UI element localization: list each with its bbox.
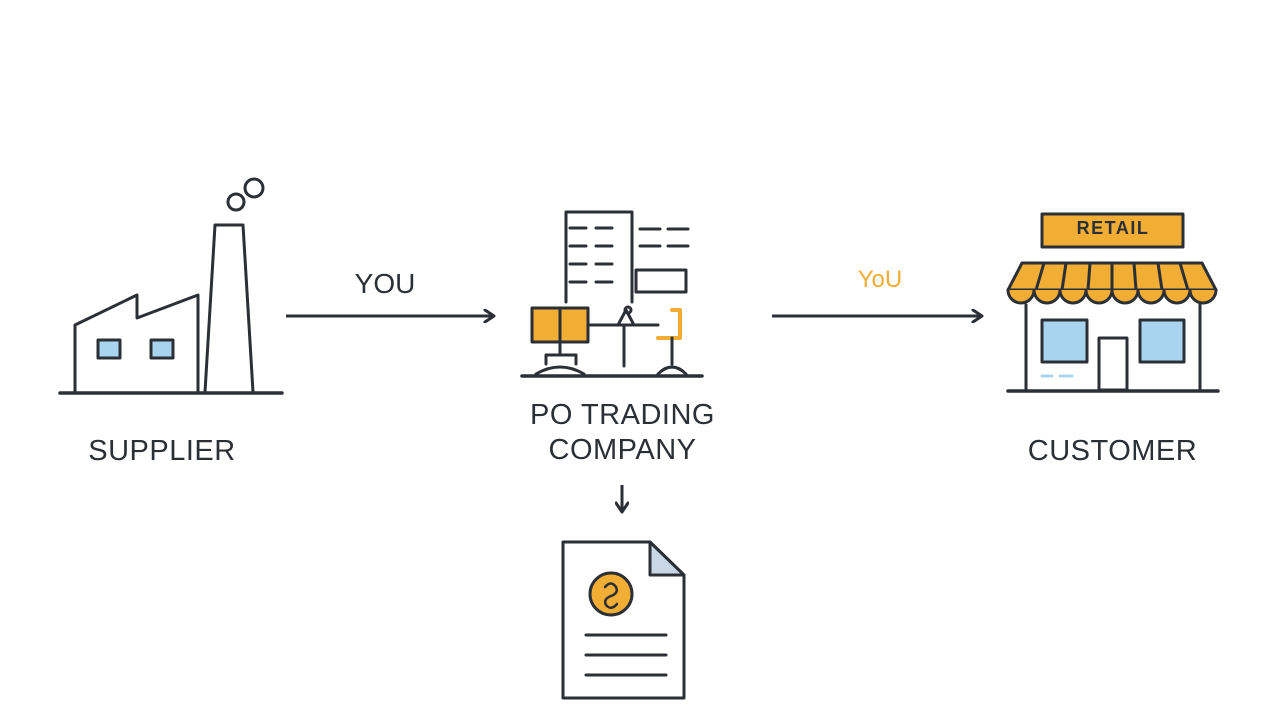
retail-sign bbox=[1040, 212, 1185, 249]
office-desk-icon bbox=[520, 210, 704, 378]
edge-label-supplier-company: YOU bbox=[354, 268, 416, 299]
trading-company-label: PO TRADING COMPANY bbox=[530, 399, 715, 466]
retail-store-icon bbox=[1006, 212, 1220, 393]
retail-sign-text: RETAIL bbox=[1076, 218, 1150, 238]
invoice-document-icon bbox=[561, 540, 686, 700]
supplier-label: SUPPLIER bbox=[88, 435, 236, 467]
edge-label-company-customer: YoU bbox=[857, 266, 903, 293]
factory-icon bbox=[58, 177, 284, 395]
customer-label: CUSTOMER bbox=[1027, 435, 1198, 467]
